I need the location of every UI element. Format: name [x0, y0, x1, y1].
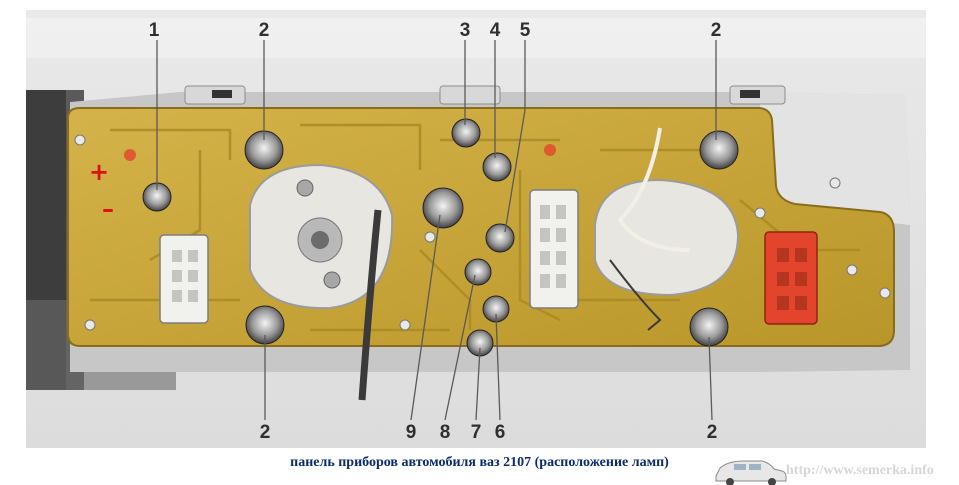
callout-top-2: 2	[258, 20, 270, 41]
callout-top-5: 5	[519, 20, 531, 41]
callout-bottom-1: 2	[259, 422, 271, 443]
car-logo-icon	[715, 460, 787, 485]
connector-left	[159, 234, 209, 324]
watermark-text: http://www.semerka.info	[786, 463, 934, 478]
callout-bottom-5: 6	[494, 422, 506, 443]
lamp-socket-4	[482, 152, 512, 182]
callout-bottom-6: 2	[706, 422, 718, 443]
callout-top-4: 4	[489, 20, 501, 41]
connector-red	[764, 231, 818, 325]
figure-caption: панель приборов автомобиля ваз 2107 (рас…	[290, 455, 669, 470]
callout-top-6: 2	[710, 20, 722, 41]
lamp-socket-2-top-right	[699, 130, 739, 170]
callout-bottom-4: 7	[470, 422, 482, 443]
callout-bottom-3: 8	[439, 422, 451, 443]
lamp-socket-5	[485, 223, 515, 253]
lamp-socket-3	[451, 118, 481, 148]
callout-top-3: 3	[459, 20, 471, 41]
lamp-socket-8	[464, 258, 492, 286]
callout-bottom-2: 9	[405, 422, 417, 443]
callout-top-1: 1	[148, 20, 160, 41]
lamp-socket-9	[422, 187, 464, 229]
connector-center	[529, 189, 579, 309]
minus-sign: –	[102, 195, 114, 223]
plus-sign: +	[89, 158, 110, 186]
